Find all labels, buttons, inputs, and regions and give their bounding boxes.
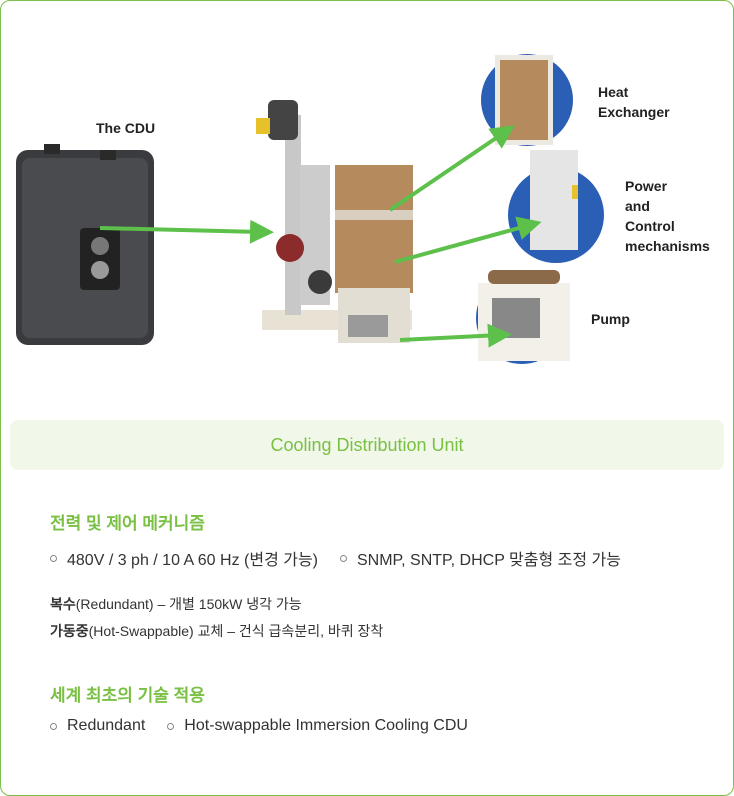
redundant-line: 복수(Redundant) – 개별 150kW 냉각 가능 xyxy=(50,594,302,614)
pump-image xyxy=(476,270,570,364)
tech-bullets: Redundant Hot-swappable Immersion Coolin… xyxy=(50,717,468,735)
bullet-text: 480V / 3 ph / 10 A 60 Hz (변경 가능) xyxy=(67,552,318,569)
arrow-power xyxy=(394,216,542,264)
bullet-icon xyxy=(50,554,57,562)
bullet-icon xyxy=(167,722,175,730)
bullet-item: Redundant xyxy=(50,717,145,735)
heat-exchanger-image xyxy=(481,54,573,146)
bullet-item: SNMP, SNTP, DHCP 맞춤형 조정 가능 xyxy=(340,546,621,570)
section-title-power: 전력 및 제어 메커니즘 xyxy=(50,514,205,533)
line-bold: 가동중 xyxy=(50,623,89,639)
bullet-icon xyxy=(50,722,57,730)
label-pump: Pump xyxy=(591,311,630,327)
label-the-cdu: The CDU xyxy=(96,120,156,136)
line-text: (Redundant) – 개별 150kW 냉각 가능 xyxy=(75,596,302,612)
line-bold: 복수 xyxy=(50,596,76,612)
section-title-world-first: 세계 최초의 기술 적용 xyxy=(50,686,205,705)
bullet-text: Hot-swappable Immersion Cooling CDU xyxy=(184,717,468,734)
cdu-diagram xyxy=(16,54,604,364)
label-power-control: Power and Control mechanisms xyxy=(625,178,710,254)
hot-swappable-line: 가동중(Hot-Swappable) 교체 – 건식 급속분리, 바퀴 장착 xyxy=(50,621,383,641)
power-control-image xyxy=(508,150,604,263)
cdu-enclosure-image xyxy=(16,144,154,345)
bullet-text: Redundant xyxy=(67,717,146,734)
line-text: (Hot-Swappable) 교체 – 건식 급속분리, 바퀴 장착 xyxy=(88,623,384,639)
arrow-heat-exchanger xyxy=(388,125,515,212)
arrows xyxy=(99,125,542,348)
arrow-cdu xyxy=(99,219,274,244)
arrow-pump xyxy=(399,323,512,348)
bullet-icon xyxy=(340,554,347,562)
cdu-internal-image xyxy=(256,100,413,343)
label-heat-exchanger: Heat Exchanger xyxy=(598,84,670,120)
power-bullets: 480V / 3 ph / 10 A 60 Hz (변경 가능) SNMP, S… xyxy=(50,546,621,570)
bullet-item: 480V / 3 ph / 10 A 60 Hz (변경 가능) xyxy=(50,546,318,570)
banner: Cooling Distribution Unit xyxy=(10,420,724,470)
banner-title: Cooling Distribution Unit xyxy=(270,434,464,455)
bullet-item: Hot-swappable Immersion Cooling CDU xyxy=(167,717,468,735)
bullet-text: SNMP, SNTP, DHCP 맞춤형 조정 가능 xyxy=(357,552,621,569)
